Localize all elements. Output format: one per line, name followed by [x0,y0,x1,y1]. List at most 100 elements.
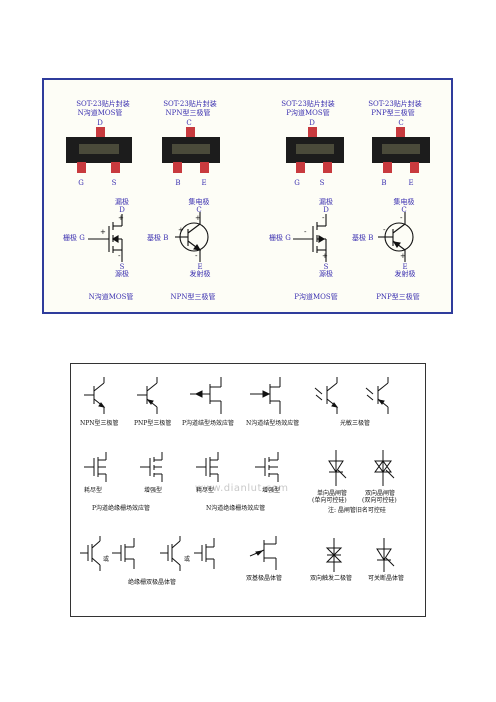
package-diagram-panel [42,78,453,314]
component-label: 双向触发二极管 [310,575,353,582]
package-title: SOT-23贴片封装 [368,100,422,108]
terminal-letter: E [197,263,203,271]
terminal-name: 集电极 [393,198,415,206]
pnp-symbol-ref [137,377,158,414]
symbol-caption: N沟道MOS管 [88,293,134,301]
terminal-letter: E [402,263,408,271]
symbol-caption: P沟道MOS管 [294,293,338,301]
p-jfet-symbol [190,377,222,414]
terminal-letter: D [119,206,125,214]
pmos-symbol [293,214,327,262]
svg-text:-: - [304,228,307,236]
pnp-symbol [378,212,414,262]
pin-label: B [175,179,181,187]
pin-label: D [309,119,315,127]
terminal-name: 源极 [115,270,129,278]
gto-symbol [376,538,395,572]
n-mosfet-enhancement-symbol [255,452,279,482]
component-label: PNP型三极管 [134,420,172,427]
group-label: P沟道绝缘栅场效应管 [92,505,151,512]
component-label: 增强型 [144,487,163,494]
igbt-symbol [160,536,181,571]
igbt-symbol [112,538,135,569]
component-label: 可关断晶体管 [368,575,405,582]
component-label: 耗尽型 [196,487,215,494]
component-label: 单向晶闸管 [317,490,348,497]
terminal-name: 栅极 G [269,234,291,242]
component-label: P沟道结型场效应管 [182,420,235,427]
note: 注: 晶闸管旧名可控硅 [328,507,386,514]
component-label: (单向可控硅) [312,497,347,504]
component-label: 增强型 [262,487,281,494]
symbol-caption: PNP型三极管 [376,293,420,301]
terminal-letter: C [401,206,407,214]
terminal-name: 源极 [319,270,333,278]
ujt-symbol [249,536,277,570]
or-label: 或 [184,556,191,563]
terminal-name: 基极 B [147,234,169,242]
package-title: SOT-23贴片封装 [76,100,130,108]
terminal-letter: S [323,263,329,271]
component-label: 双基极晶体管 [246,575,283,582]
npn-symbol [175,212,209,262]
svg-text:+: + [400,252,406,260]
nmos-symbol [88,214,123,262]
package-title: SOT-23贴片封装 [163,100,217,108]
terminal-name: 集电极 [188,198,210,206]
package-subtitle: PNP型三极管 [371,109,415,117]
svg-text:+: + [178,226,184,234]
igbt-symbol [80,536,101,571]
component-label: N沟道结型场效应管 [246,420,300,427]
svg-text:+: + [195,214,201,222]
component-label: (双向可控硅) [362,497,397,504]
pin-label: C [186,119,192,127]
terminal-name: 漏极 [319,198,333,206]
terminal-letter: C [196,206,202,214]
svg-text:-: - [322,214,325,222]
package-subtitle: N沟道MOS管 [77,109,123,117]
terminal-letter: D [323,206,329,214]
component-label: 耗尽型 [84,487,103,494]
package-subtitle: NPN型三极管 [165,109,211,117]
component-label: 光敏三极管 [340,420,371,427]
group-label: N沟道绝缘栅场效应管 [206,505,266,512]
triac-symbol [374,450,395,486]
terminal-name: 发射极 [189,270,211,278]
svg-text:+: + [322,252,328,260]
package-subtitle: P沟道MOS管 [286,109,330,117]
pin-label: B [381,179,387,187]
phototransistor-symbol [365,377,389,414]
igbt-symbol [194,538,215,569]
pin-label: S [111,179,117,187]
symbol-reference-panel [70,363,426,617]
terminal-name: 基极 B [352,234,374,242]
sot23-package [162,127,220,173]
component-label: NPN型三极管 [80,420,119,427]
component-label: 双向晶闸管 [365,490,396,497]
terminal-name: 栅极 G [63,234,85,242]
terminal-letter: S [119,263,125,271]
svg-text:+: + [118,214,124,222]
sot23-packages [66,127,430,173]
svg-text:+: + [100,228,106,236]
sot23-package [286,127,344,173]
watermark: www.dianlut.com [195,483,289,494]
pin-label: E [408,179,414,187]
svg-text:-: - [118,252,121,260]
diac-symbol [325,538,343,572]
n-mosfet-depletion-symbol [196,452,219,482]
terminal-name: 漏极 [115,198,129,206]
p-mosfet-depletion-symbol [84,452,107,482]
or-label: 或 [103,556,110,563]
p-mosfet-enhancement-symbol [140,452,163,482]
pin-label: E [201,179,207,187]
pin-label: G [78,179,84,187]
npn-symbol-ref [84,377,106,414]
svg-text:-: - [195,252,198,260]
phototransistor-symbol [314,377,339,414]
pin-label: D [97,119,103,127]
pin-label: S [319,179,325,187]
package-title: SOT-23贴片封装 [281,100,335,108]
pin-label: G [294,179,300,187]
component-label: 绝缘栅双极晶体管 [128,579,177,586]
